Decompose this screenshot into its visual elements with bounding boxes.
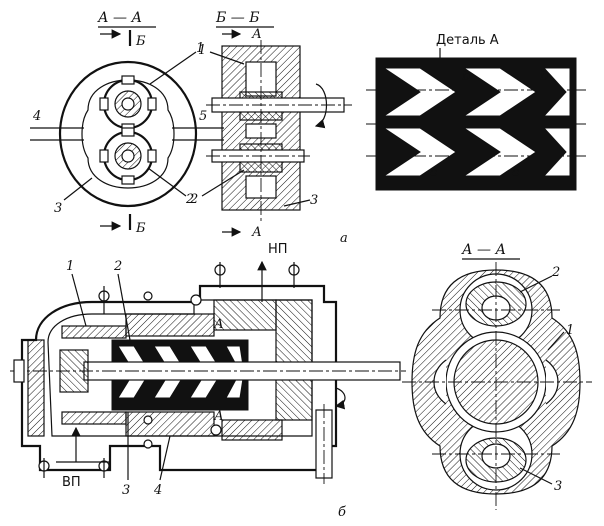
callout-2-b: 2 <box>189 192 198 207</box>
callout-5-a: 5 <box>199 109 207 124</box>
np-label: НП <box>268 242 288 257</box>
detail-a-title: Деталь А <box>436 33 499 48</box>
vp-label: ВП <box>62 475 81 490</box>
callout-3-b: 3 <box>310 193 318 208</box>
pump-outer-casing <box>20 284 338 472</box>
callout-4-main: 4 <box>153 483 162 498</box>
callout-3-section: 3 <box>554 479 562 494</box>
callout-2-section: 2 <box>551 265 560 280</box>
pump-casing-outline <box>58 60 198 208</box>
section-bb-view: Б — Б А 1 2 3 А а <box>189 10 352 246</box>
callout-3-main: 3 <box>122 483 130 498</box>
callout-1-b: 1 <box>198 43 206 58</box>
arrow-a-top-label: А <box>251 27 262 42</box>
bolts <box>38 262 300 478</box>
sub-label-a: а <box>340 231 348 246</box>
arrow-b-top-label: Б <box>135 34 146 49</box>
sub-label-b: б <box>338 505 346 520</box>
detail-mark-c1: c <box>430 165 438 180</box>
detail-chevrons <box>382 67 571 177</box>
mark-a-top: А <box>213 317 224 332</box>
section-aa-title: А — А <box>97 10 142 26</box>
callout-2-a: 2 <box>185 192 194 207</box>
detail-mark-c2: c <box>512 165 520 180</box>
arrow-a-bottom-label: А <box>251 225 262 240</box>
section-bb-title: Б — Б <box>215 10 259 26</box>
callout-1-main: 1 <box>66 259 74 274</box>
screw-pump-section: НП <box>10 242 406 520</box>
callout-3-a: 3 <box>54 201 62 216</box>
callout-1-a: 1 <box>196 41 204 56</box>
upper-gear <box>99 75 157 133</box>
arrow-b-bottom-label: Б <box>135 221 146 236</box>
mark-a-bottom: А <box>213 409 224 424</box>
detail-mark-b2: b <box>540 69 548 84</box>
section-aa-rotors: А — А 2 1 3 <box>402 242 592 510</box>
callout-2-main: 2 <box>113 259 122 274</box>
lower-gear <box>99 127 157 185</box>
section-aa-rotors-title: А — А <box>461 242 506 258</box>
callout-4-a: 4 <box>32 109 41 124</box>
detail-a-view: Деталь А b b c c <box>366 33 586 191</box>
callout-1-section: 1 <box>566 323 574 338</box>
section-aa-view: А — А Б <box>30 10 224 236</box>
detail-mark-b1: b <box>462 69 470 84</box>
